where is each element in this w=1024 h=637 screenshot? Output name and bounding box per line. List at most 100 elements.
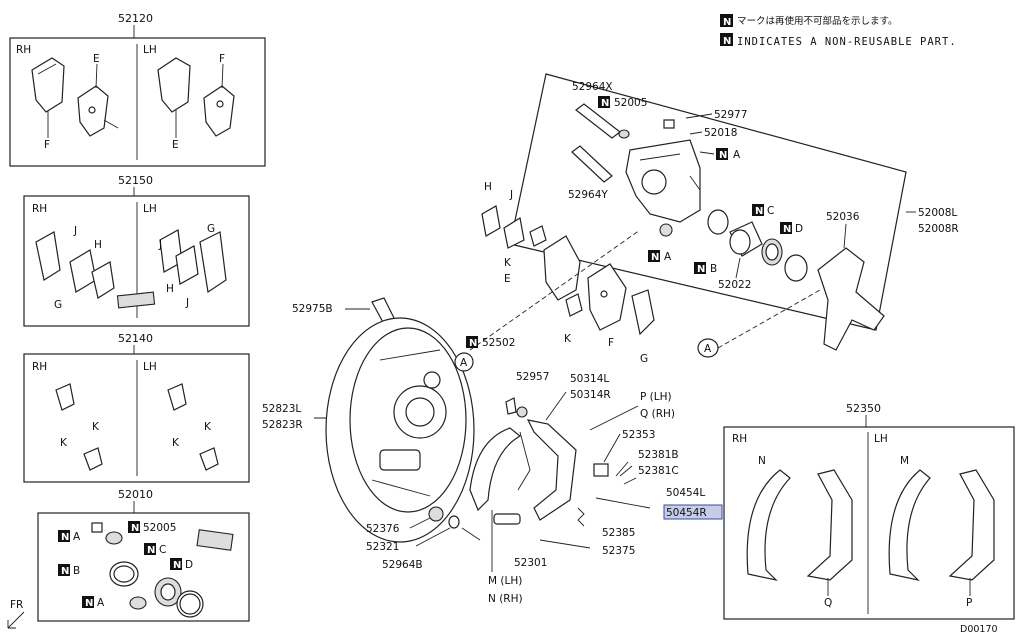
svg-text:D: D bbox=[185, 559, 193, 571]
svg-text:A: A bbox=[664, 251, 672, 263]
svg-text:A: A bbox=[97, 597, 105, 609]
svg-text:N: N bbox=[601, 98, 609, 109]
svg-text:50454R: 50454R bbox=[666, 507, 707, 519]
svg-text:M: M bbox=[900, 455, 909, 467]
set-52120-pads[interactable]: 52120 RH LH E F F E bbox=[9, 12, 266, 167]
set-52350-shoes[interactable]: 52350 RH LH N Q M P bbox=[723, 402, 1015, 620]
svg-text:52036: 52036 bbox=[826, 211, 860, 223]
svg-text:F: F bbox=[608, 337, 614, 349]
svg-text:K: K bbox=[204, 421, 212, 433]
svg-text:52301: 52301 bbox=[514, 557, 547, 569]
svg-text:J: J bbox=[509, 189, 513, 201]
svg-text:E: E bbox=[93, 53, 100, 65]
svg-text:A: A bbox=[73, 531, 81, 543]
svg-text:A: A bbox=[733, 149, 741, 161]
svg-text:52350: 52350 bbox=[846, 402, 881, 415]
svg-text:N (RH): N (RH) bbox=[488, 593, 523, 605]
svg-text:N: N bbox=[697, 264, 705, 275]
svg-text:D: D bbox=[795, 223, 803, 235]
svg-text:N: N bbox=[85, 598, 93, 609]
svg-text:RH: RH bbox=[16, 44, 31, 56]
svg-text:52385: 52385 bbox=[602, 527, 635, 539]
svg-text:N: N bbox=[651, 252, 659, 263]
svg-text:N: N bbox=[147, 545, 155, 556]
svg-text:52964B: 52964B bbox=[382, 559, 423, 571]
svg-text:RH: RH bbox=[732, 433, 747, 445]
svg-text:52120: 52120 bbox=[118, 12, 153, 25]
svg-text:LH: LH bbox=[143, 361, 157, 373]
svg-text:LH: LH bbox=[874, 433, 888, 445]
svg-text:52150: 52150 bbox=[118, 174, 153, 187]
svg-text:A: A bbox=[460, 357, 468, 369]
svg-text:B: B bbox=[73, 565, 80, 577]
note-jp: マークは再使用不可部品を示します。 bbox=[737, 15, 898, 27]
svg-text:N: N bbox=[758, 455, 766, 467]
svg-text:J: J bbox=[185, 297, 189, 309]
svg-text:E: E bbox=[172, 139, 179, 151]
svg-text:52008R: 52008R bbox=[918, 223, 959, 235]
svg-text:H: H bbox=[484, 181, 492, 193]
svg-text:50454L: 50454L bbox=[666, 487, 705, 499]
non-reusable-note: N マークは再使用不可部品を示します。 N INDICATES A NON-RE… bbox=[720, 14, 957, 48]
svg-text:P: P bbox=[966, 597, 972, 609]
svg-text:LH: LH bbox=[143, 44, 157, 56]
svg-text:N: N bbox=[173, 560, 181, 571]
svg-text:F: F bbox=[44, 139, 50, 151]
svg-text:H: H bbox=[94, 239, 102, 251]
note-en: INDICATES A NON-REUSABLE PART. bbox=[737, 36, 957, 48]
backing-plate-assembly[interactable]: 52975B 52823L 52823R A N 52502 bbox=[262, 297, 515, 543]
svg-text:52957: 52957 bbox=[516, 371, 549, 383]
parking-brake-assembly[interactable]: 52957 50314L 50314R P (LH) Q (RH) 52353 … bbox=[366, 371, 723, 605]
svg-text:N: N bbox=[61, 532, 69, 543]
svg-text:K: K bbox=[60, 437, 68, 449]
svg-text:LH: LH bbox=[143, 203, 157, 215]
svg-text:M (LH): M (LH) bbox=[488, 575, 522, 587]
svg-text:N: N bbox=[755, 206, 763, 217]
set-52150-shims[interactable]: 52150 RH LH J H G J G H J bbox=[23, 174, 250, 327]
svg-text:G: G bbox=[207, 223, 215, 235]
svg-text:52376: 52376 bbox=[366, 523, 400, 535]
svg-text:52964Y: 52964Y bbox=[568, 189, 608, 201]
svg-text:52353: 52353 bbox=[622, 429, 655, 441]
svg-text:K: K bbox=[172, 437, 180, 449]
svg-text:50314L: 50314L bbox=[570, 373, 609, 385]
svg-text:J: J bbox=[158, 239, 162, 251]
svg-text:52977: 52977 bbox=[714, 109, 747, 121]
diagram-code: D00170 bbox=[960, 624, 998, 635]
svg-text:52018: 52018 bbox=[704, 127, 737, 139]
svg-text:G: G bbox=[640, 353, 648, 365]
svg-text:E: E bbox=[504, 273, 511, 285]
svg-text:FR: FR bbox=[10, 599, 23, 611]
svg-text:G: G bbox=[54, 299, 62, 311]
svg-text:C: C bbox=[159, 544, 166, 556]
caliper-assembly[interactable]: 52008L 52008R 52964X N 52005 52977 52018… bbox=[509, 73, 959, 358]
set-52010-seal-kit[interactable]: 52010 N 52005 N A N C N B N D N A bbox=[37, 488, 250, 622]
svg-text:52008L: 52008L bbox=[918, 207, 957, 219]
svg-text:Q: Q bbox=[824, 597, 832, 609]
svg-text:N: N bbox=[61, 566, 69, 577]
svg-text:N: N bbox=[131, 523, 139, 534]
svg-text:50314R: 50314R bbox=[570, 389, 611, 401]
svg-text:52140: 52140 bbox=[118, 332, 153, 345]
svg-text:K: K bbox=[92, 421, 100, 433]
svg-text:52502: 52502 bbox=[482, 337, 515, 349]
svg-text:52005: 52005 bbox=[614, 97, 647, 109]
svg-text:C: C bbox=[767, 205, 774, 217]
svg-text:52964X: 52964X bbox=[572, 81, 613, 93]
svg-text:52381B: 52381B bbox=[638, 449, 679, 461]
svg-text:F: F bbox=[219, 53, 225, 65]
svg-text:J: J bbox=[73, 225, 77, 237]
svg-text:Q (RH): Q (RH) bbox=[640, 408, 675, 420]
svg-text:52381C: 52381C bbox=[638, 465, 679, 477]
set-52140-clips[interactable]: 52140 RH LH K K K K bbox=[23, 332, 250, 483]
highlight-50454R[interactable] bbox=[663, 504, 723, 520]
svg-text:52005: 52005 bbox=[143, 522, 176, 534]
svg-text:52823R: 52823R bbox=[262, 419, 303, 431]
svg-text:N: N bbox=[723, 17, 731, 28]
svg-text:RH: RH bbox=[32, 203, 47, 215]
svg-text:N: N bbox=[723, 36, 731, 47]
svg-text:B: B bbox=[710, 263, 717, 275]
svg-text:52010: 52010 bbox=[118, 488, 153, 501]
pad-group[interactable]: H J K E F K G bbox=[469, 181, 655, 365]
